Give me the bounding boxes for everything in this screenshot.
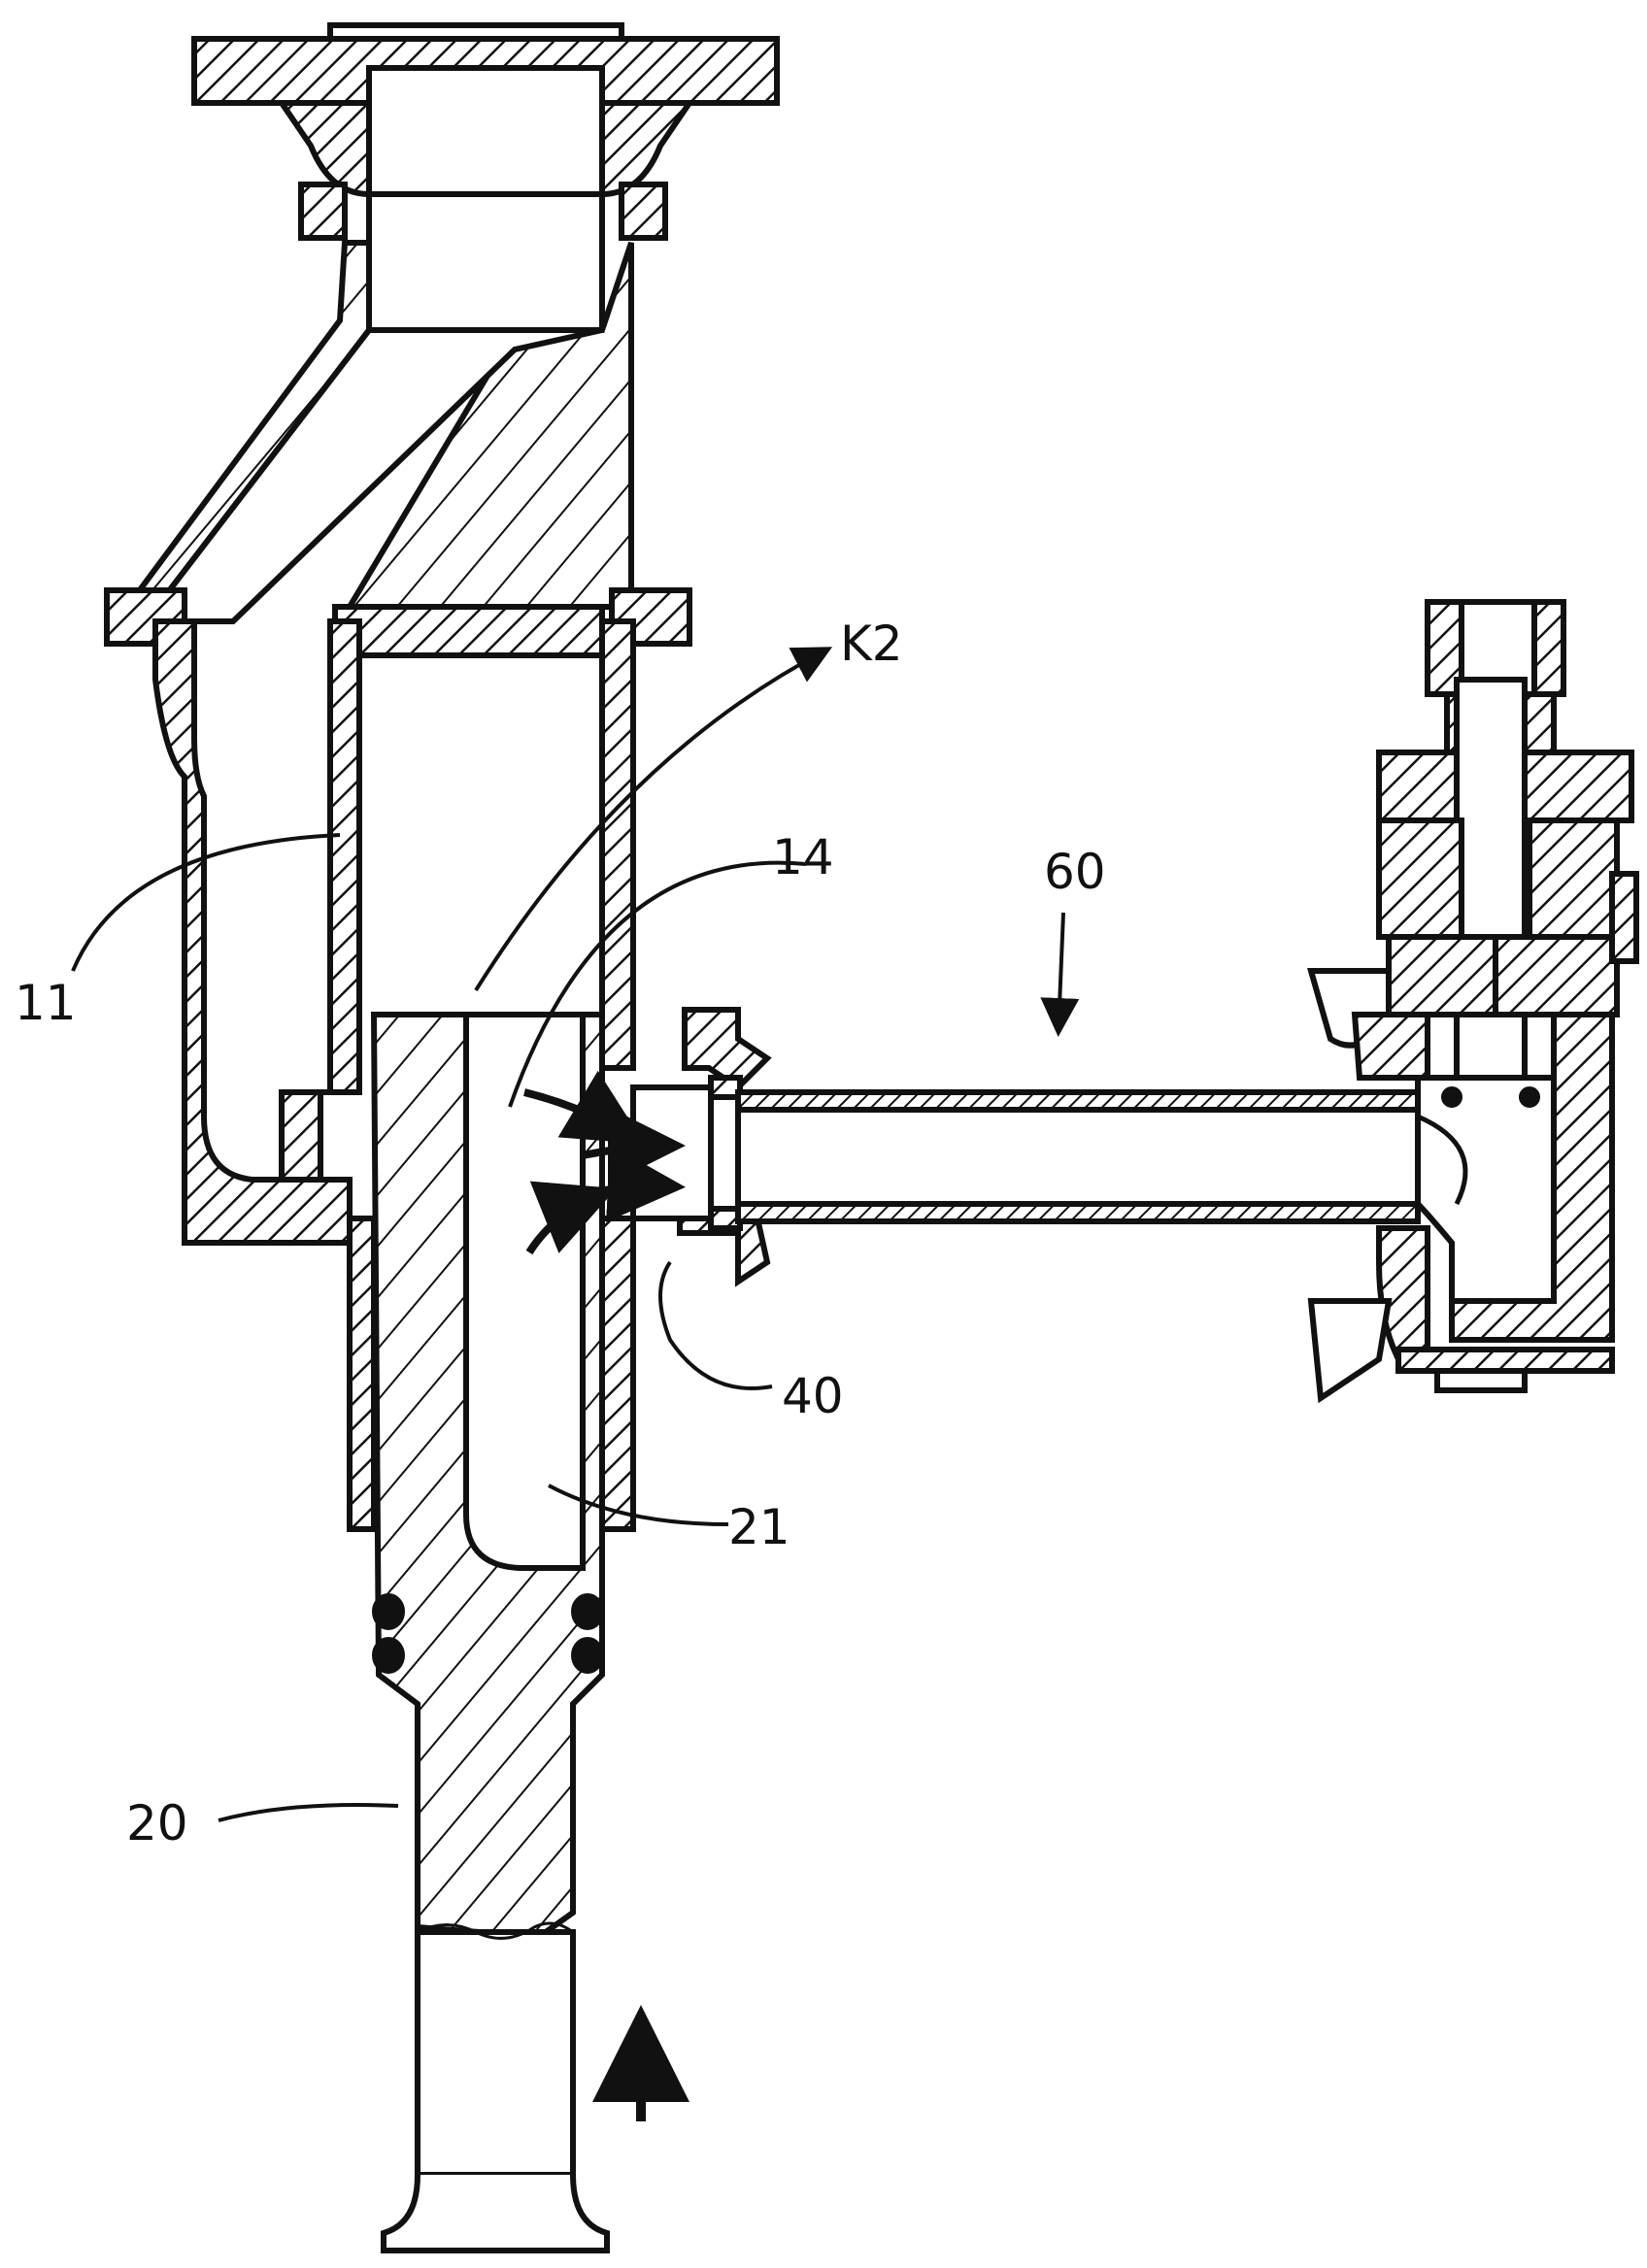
label-11: 11 — [15, 975, 77, 1031]
label-21: 21 — [728, 1499, 790, 1555]
label-20: 20 — [126, 1795, 188, 1851]
label-k2: K2 — [840, 616, 903, 672]
label-40: 40 — [782, 1368, 844, 1424]
piston-20 — [374, 1015, 607, 2251]
valve-assembly — [1311, 602, 1636, 1398]
pipe-60 — [633, 1010, 1418, 1282]
label-14: 14 — [772, 829, 834, 885]
label-60: 60 — [1044, 844, 1106, 900]
top-flange — [194, 25, 777, 330]
